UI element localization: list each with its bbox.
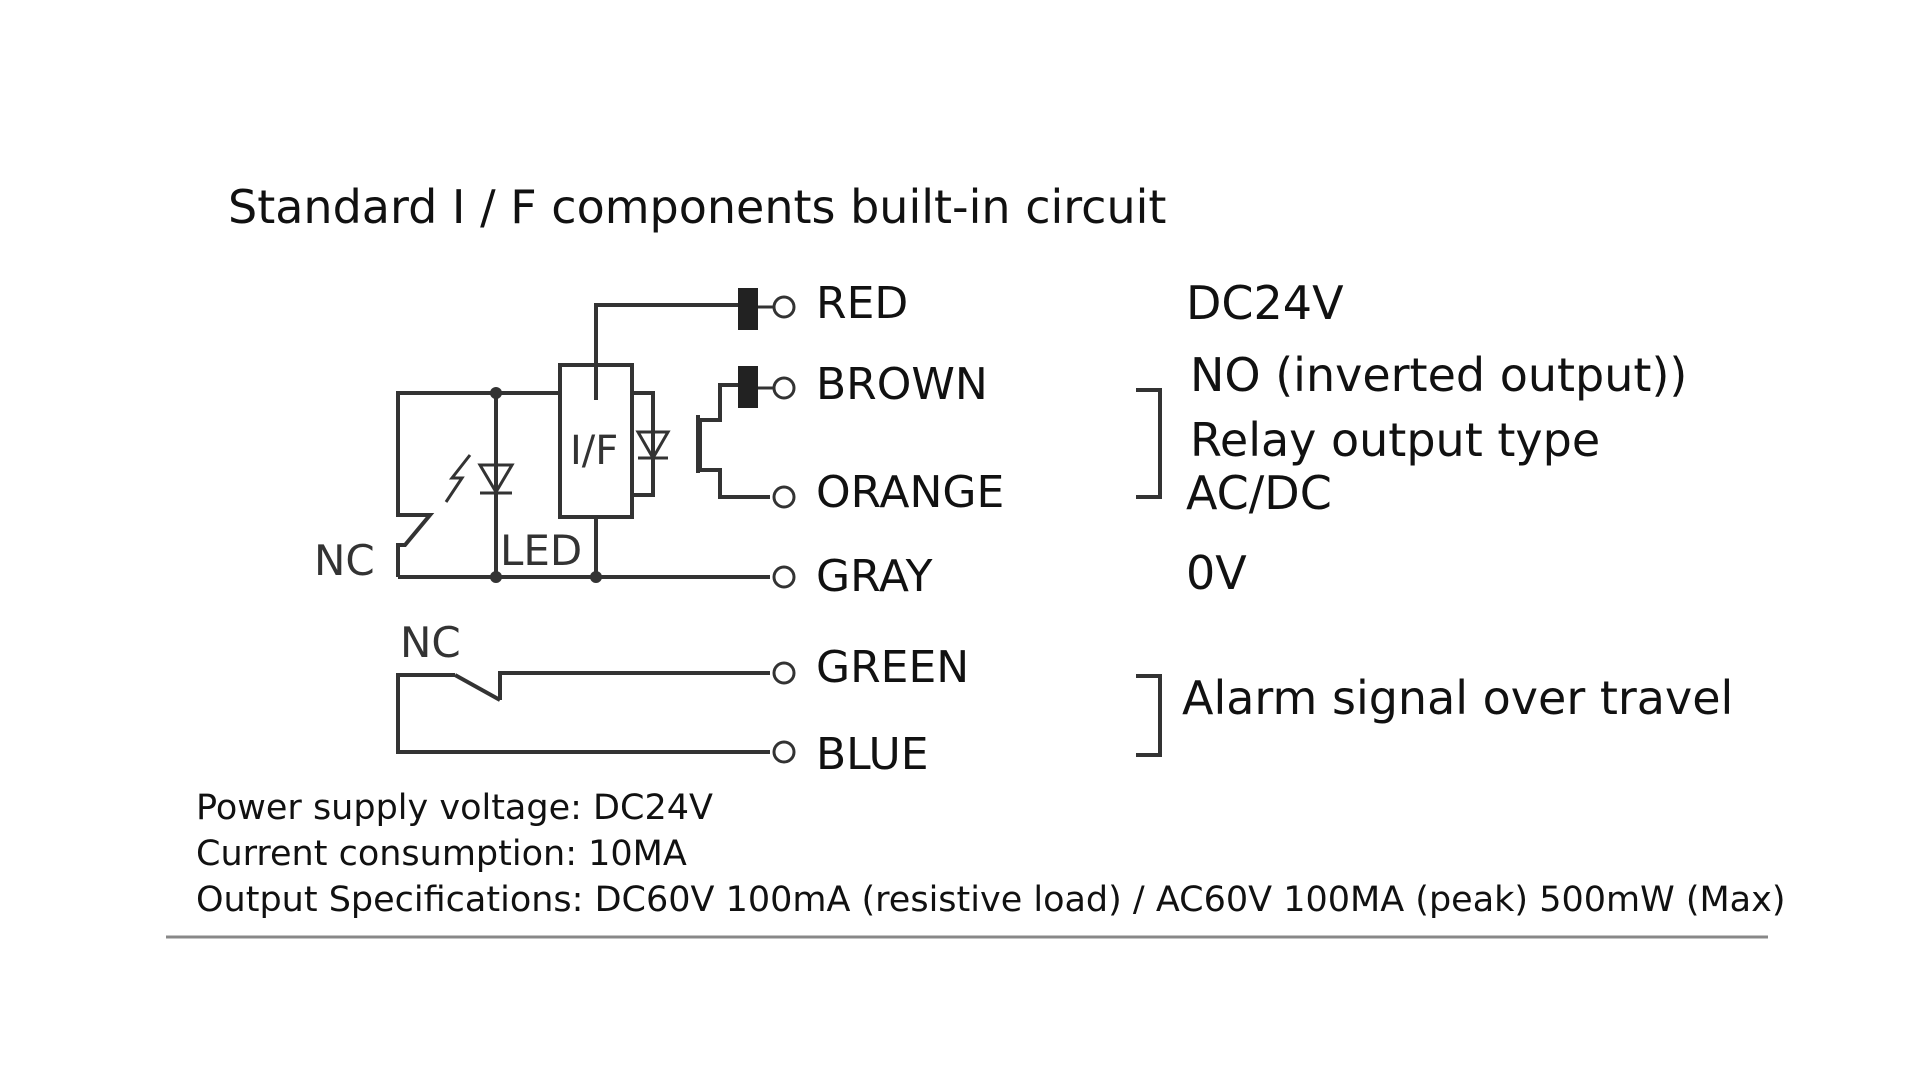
wire-label-green: GREEN (816, 642, 970, 693)
gray-terminal (772, 565, 796, 589)
brown-connector (738, 366, 758, 408)
spec-output: Output Specifications: DC60V 100mA (resi… (196, 880, 1786, 920)
spec-power-supply: Power supply voltage: DC24V (196, 788, 713, 828)
diagram-title: Standard I / F components built-in circu… (228, 180, 1167, 234)
wire-label-orange: ORANGE (816, 467, 1005, 518)
spec-current: Current consumption: 10MA (196, 834, 687, 874)
relay-bracket (1136, 388, 1162, 499)
junction-dot (490, 571, 502, 583)
nc-upper-switch (396, 500, 435, 577)
orange-terminal (772, 485, 796, 509)
red-terminal (772, 295, 796, 319)
relay-driver (632, 391, 655, 497)
green-terminal (772, 661, 796, 685)
wire-label-brown: BROWN (816, 359, 988, 410)
alarm-switch (454, 673, 501, 702)
wire-label-red: RED (816, 278, 909, 329)
alarm-bracket (1136, 674, 1162, 757)
junction-dot (490, 387, 502, 399)
brown-terminal (772, 376, 796, 400)
wire-label-gray: GRAY (816, 551, 933, 602)
alarm-loop-green (498, 671, 770, 700)
alarm-loop-blue (396, 673, 770, 754)
desc-red: DC24V (1186, 276, 1344, 330)
desc-relay-line3: AC/DC (1186, 466, 1332, 520)
light-emission-arrows (444, 454, 472, 503)
desc-relay-line1: NO (inverted output)) (1190, 348, 1688, 402)
nc-lower-label: NC (400, 618, 461, 667)
red-wire (594, 303, 742, 400)
optocoupler-diode (635, 430, 671, 462)
desc-gray: 0V (1186, 546, 1247, 600)
relay-contact (698, 383, 770, 499)
led-diode (477, 463, 515, 495)
interface-label: I/F (570, 428, 619, 474)
led-label: LED (500, 526, 583, 575)
desc-relay-line2: Relay output type (1190, 413, 1601, 467)
blue-terminal (772, 740, 796, 764)
wire-label-blue: BLUE (816, 729, 929, 780)
red-connector (738, 288, 758, 330)
desc-alarm: Alarm signal over travel (1182, 671, 1734, 725)
nc-upper-label: NC (314, 536, 375, 585)
junction-dot (590, 571, 602, 583)
top-rail (396, 391, 560, 500)
